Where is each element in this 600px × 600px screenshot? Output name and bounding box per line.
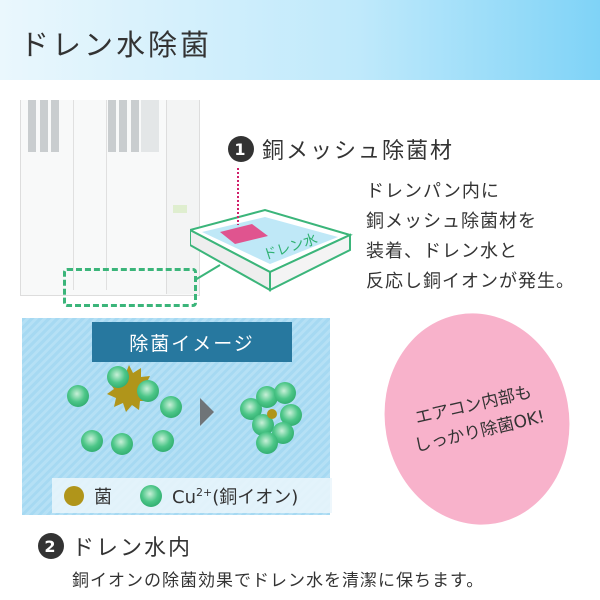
arrow-right-icon bbox=[200, 398, 214, 426]
ion-icon bbox=[111, 433, 133, 455]
sterilization-image-box: 除菌イメージ 菌 Cu2+(銅イオン) bbox=[22, 318, 332, 515]
ion-charge: 2+ bbox=[195, 485, 213, 499]
desc-line: 装着、ドレン水と bbox=[366, 241, 518, 262]
ion-name: (銅イオン) bbox=[212, 486, 299, 508]
desc-line: 反応し銅イオンが発生。 bbox=[366, 271, 575, 292]
section2-title: ドレン水内 bbox=[72, 536, 193, 561]
ion-icon bbox=[107, 366, 129, 388]
number-badge: 1 bbox=[228, 136, 254, 162]
legend-ion: Cu2+(銅イオン) bbox=[172, 483, 298, 509]
ion-symbol: Cu bbox=[172, 486, 196, 508]
number-badge: 2 bbox=[38, 533, 64, 559]
legend: 菌 Cu2+(銅イオン) bbox=[52, 478, 332, 513]
ion-icon bbox=[252, 414, 274, 436]
bacteria-icon bbox=[64, 485, 84, 506]
ion-icon bbox=[81, 430, 103, 452]
section1-title: 銅メッシュ除菌材 bbox=[262, 139, 455, 164]
section2-description: 銅イオンの除菌効果でドレン水を清潔に保ちます。 bbox=[72, 571, 485, 591]
air-conditioner-image bbox=[20, 100, 200, 296]
section1-description: ドレンパン内に 銅メッシュ除菌材を 装着、ドレン水と 反応し銅イオンが発生。 bbox=[366, 177, 575, 297]
drain-pan-highlight bbox=[63, 268, 197, 307]
ion-icon bbox=[67, 385, 89, 407]
image-box-title: 除菌イメージ bbox=[92, 322, 292, 362]
ion-icon bbox=[274, 382, 296, 404]
ion-icon bbox=[152, 430, 174, 452]
ion-icon bbox=[280, 404, 302, 426]
header-banner bbox=[0, 0, 600, 80]
desc-line: 銅メッシュ除菌材を bbox=[366, 211, 537, 232]
ion-icon bbox=[137, 380, 159, 402]
ion-icon bbox=[256, 432, 278, 454]
page-title: ドレン水除菌 bbox=[20, 28, 213, 62]
ion-icon bbox=[256, 386, 278, 408]
section1-heading: 1 銅メッシュ除菌材 bbox=[228, 133, 454, 165]
desc-line: ドレンパン内に bbox=[366, 181, 500, 202]
badge-circle: エアコン内部も しっかり除菌OK! bbox=[367, 298, 587, 540]
ion-icon bbox=[160, 396, 182, 418]
drain-pan-illustration: ドレン水 bbox=[190, 168, 353, 292]
ion-icon bbox=[140, 484, 162, 507]
ion-icon bbox=[272, 422, 294, 444]
legend-bacteria: 菌 bbox=[94, 486, 112, 508]
section2-heading: 2 ドレン水内 bbox=[38, 530, 192, 562]
